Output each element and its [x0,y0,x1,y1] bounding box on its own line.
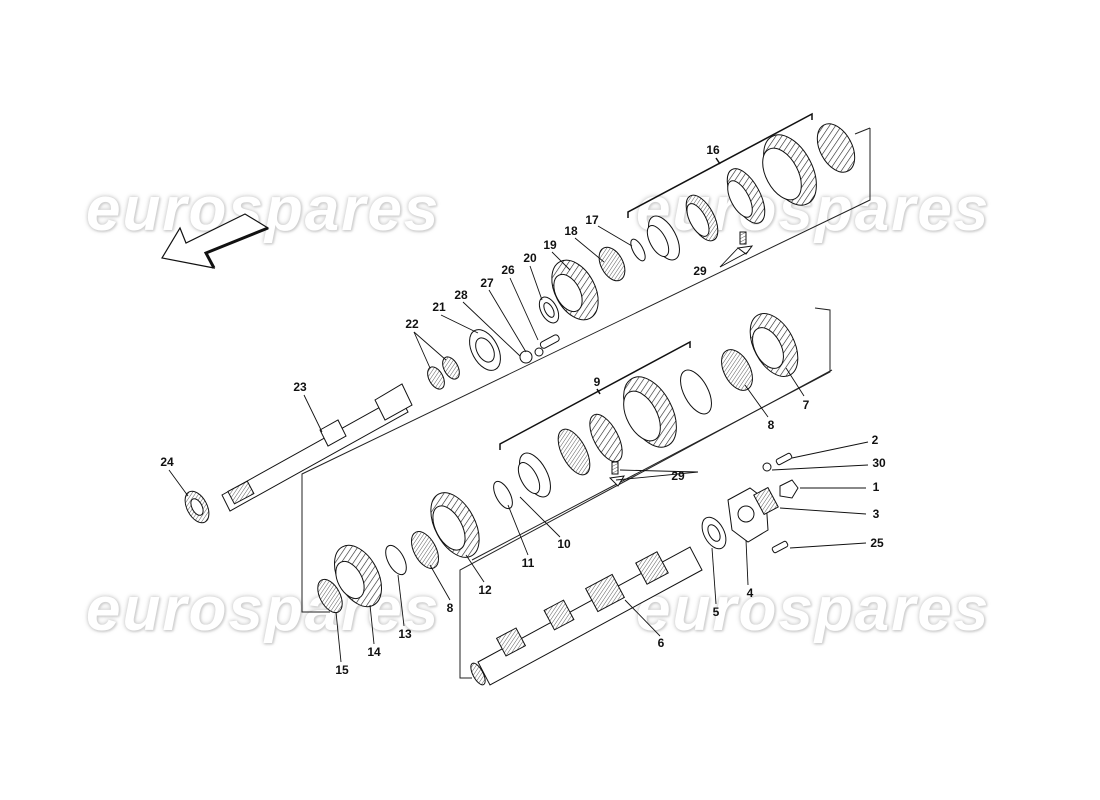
watermark-bottom-right: eurospares [636,575,991,644]
callout-5: 5 [712,605,720,619]
watermark-top-left: eurospares [86,175,441,244]
callout-12: 12 [478,583,492,597]
callout-26: 26 [501,263,515,277]
callout-30: 30 [872,456,886,470]
callout-23: 23 [293,380,307,394]
callout-20: 20 [523,251,537,265]
callout-21: 21 [432,300,446,314]
bracket-16 [627,112,813,218]
callout-3: 3 [872,507,880,521]
upper-group-outline [301,127,871,679]
direction-arrow-icon [161,213,270,269]
layshaft-23 [184,383,413,524]
lower-gears [317,492,480,614]
callout-10: 10 [557,537,571,551]
callout-8-upper: 8 [767,418,775,432]
callout-22: 22 [405,317,419,331]
callout-24: 24 [160,455,174,469]
callout-2: 2 [871,433,879,447]
callout-8-lower: 8 [446,601,454,615]
callout-6: 6 [657,636,665,650]
callout-19: 19 [543,238,557,252]
callout-11: 11 [521,556,535,570]
callout-4: 4 [746,586,754,600]
callout-27: 27 [480,276,494,290]
upper-shaft-parts [427,246,626,390]
callout-29-lower: 29 [671,469,685,483]
bracket-9 [499,340,691,450]
synchro-assembly-16 [630,123,856,262]
main-shaft-6 [470,452,799,686]
callout-1: 1 [872,480,880,494]
synchro-assembly-9 [493,313,799,510]
callout-15: 15 [335,663,349,677]
callout-13: 13 [398,627,412,641]
callout-18: 18 [564,224,578,238]
callout-16: 16 [706,143,720,157]
callout-29-upper: 29 [693,264,707,278]
callout-17: 17 [585,213,599,227]
callout-9: 9 [593,375,601,389]
callout-28: 28 [454,288,468,302]
leader-lines [168,225,869,663]
callout-25: 25 [870,536,884,550]
callout-14: 14 [367,645,381,659]
callout-7: 7 [802,398,810,412]
